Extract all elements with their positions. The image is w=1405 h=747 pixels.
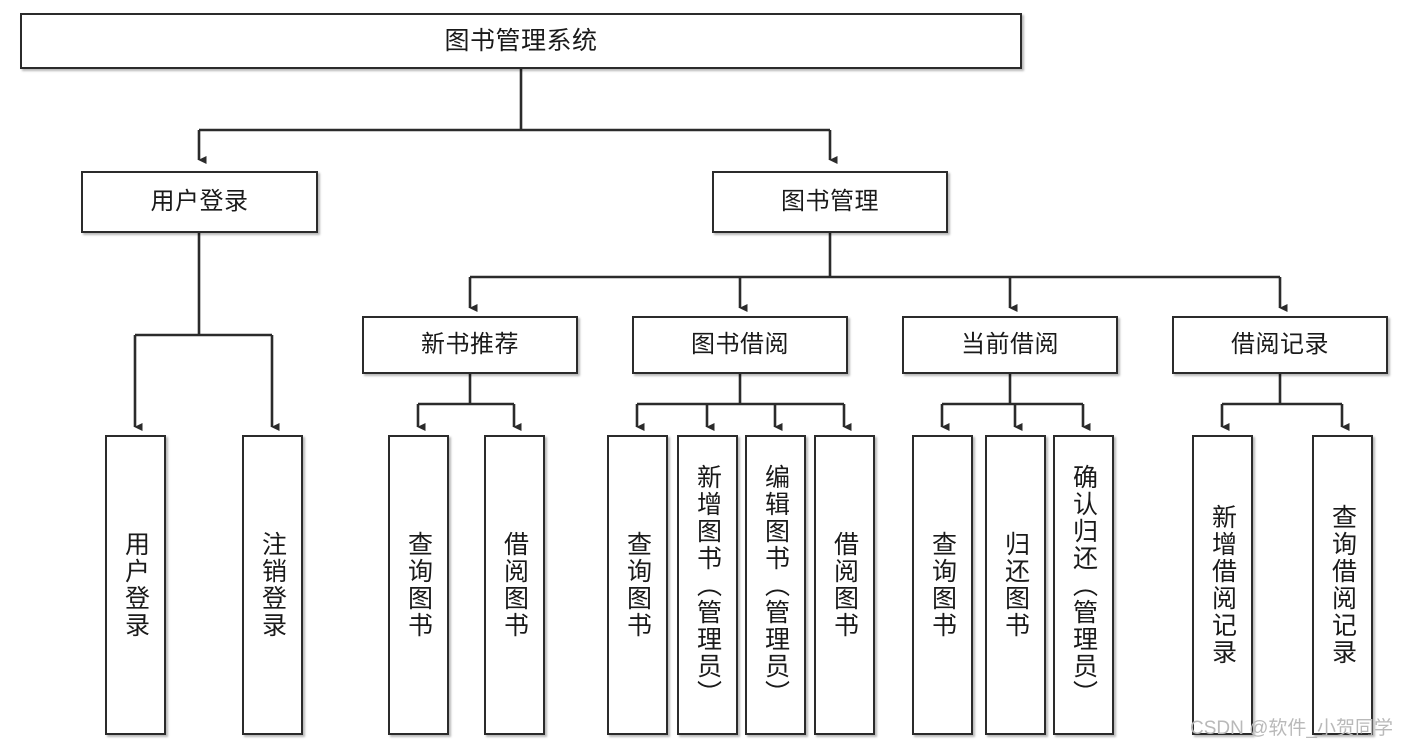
node-leaf-add-record-label: 新增借阅记录 — [1208, 504, 1237, 666]
node-user-login-label: 用户登录 — [150, 188, 249, 216]
node-leaf-borrow-book-2-label: 借阅图书 — [830, 531, 859, 639]
node-user-login[interactable]: 用户登录 — [81, 171, 318, 233]
node-borrow-record[interactable]: 借阅记录 — [1172, 316, 1388, 374]
node-leaf-user-login[interactable]: 用户登录 — [105, 435, 166, 735]
node-leaf-query-record-label: 查询借阅记录 — [1328, 504, 1357, 666]
node-leaf-add-book[interactable]: 新增图书（管理员） — [677, 435, 738, 735]
node-leaf-user-logout[interactable]: 注销登录 — [242, 435, 303, 735]
node-leaf-query-record[interactable]: 查询借阅记录 — [1312, 435, 1373, 735]
node-root[interactable]: 图书管理系统 — [20, 13, 1022, 69]
node-new-book-recommend[interactable]: 新书推荐 — [362, 316, 578, 374]
node-leaf-confirm-return-label: 确认归还（管理员） — [1069, 463, 1098, 707]
node-leaf-edit-book[interactable]: 编辑图书（管理员） — [745, 435, 806, 735]
node-leaf-query-book-2-label: 查询图书 — [623, 531, 652, 639]
node-leaf-user-login-label: 用户登录 — [121, 531, 150, 639]
node-leaf-return-book[interactable]: 归还图书 — [985, 435, 1046, 735]
node-book-borrow[interactable]: 图书借阅 — [632, 316, 848, 374]
node-leaf-add-record[interactable]: 新增借阅记录 — [1192, 435, 1253, 735]
node-root-label: 图书管理系统 — [444, 26, 598, 55]
node-book-manage-label: 图书管理 — [781, 188, 879, 216]
node-new-book-recommend-label: 新书推荐 — [421, 331, 519, 359]
node-leaf-user-logout-label: 注销登录 — [258, 531, 287, 639]
node-book-borrow-label: 图书借阅 — [691, 331, 789, 359]
node-book-manage[interactable]: 图书管理 — [712, 171, 948, 233]
node-leaf-query-book-2[interactable]: 查询图书 — [607, 435, 668, 735]
node-leaf-query-book-1[interactable]: 查询图书 — [388, 435, 449, 735]
csdn-watermark: CSDN @软件_小贺同学 — [1190, 718, 1393, 739]
node-leaf-edit-book-label: 编辑图书（管理员） — [761, 463, 790, 707]
node-leaf-confirm-return[interactable]: 确认归还（管理员） — [1053, 435, 1114, 735]
node-leaf-query-book-3-label: 查询图书 — [928, 531, 957, 639]
node-leaf-borrow-book-1-label: 借阅图书 — [500, 531, 529, 639]
node-current-borrow-label: 当前借阅 — [961, 331, 1059, 359]
node-leaf-query-book-1-label: 查询图书 — [404, 531, 433, 639]
node-leaf-borrow-book-1[interactable]: 借阅图书 — [484, 435, 545, 735]
node-current-borrow[interactable]: 当前借阅 — [902, 316, 1118, 374]
node-leaf-add-book-label: 新增图书（管理员） — [693, 463, 722, 707]
node-leaf-return-book-label: 归还图书 — [1001, 531, 1030, 639]
node-borrow-record-label: 借阅记录 — [1231, 331, 1329, 359]
node-leaf-query-book-3[interactable]: 查询图书 — [912, 435, 973, 735]
node-leaf-borrow-book-2[interactable]: 借阅图书 — [814, 435, 875, 735]
